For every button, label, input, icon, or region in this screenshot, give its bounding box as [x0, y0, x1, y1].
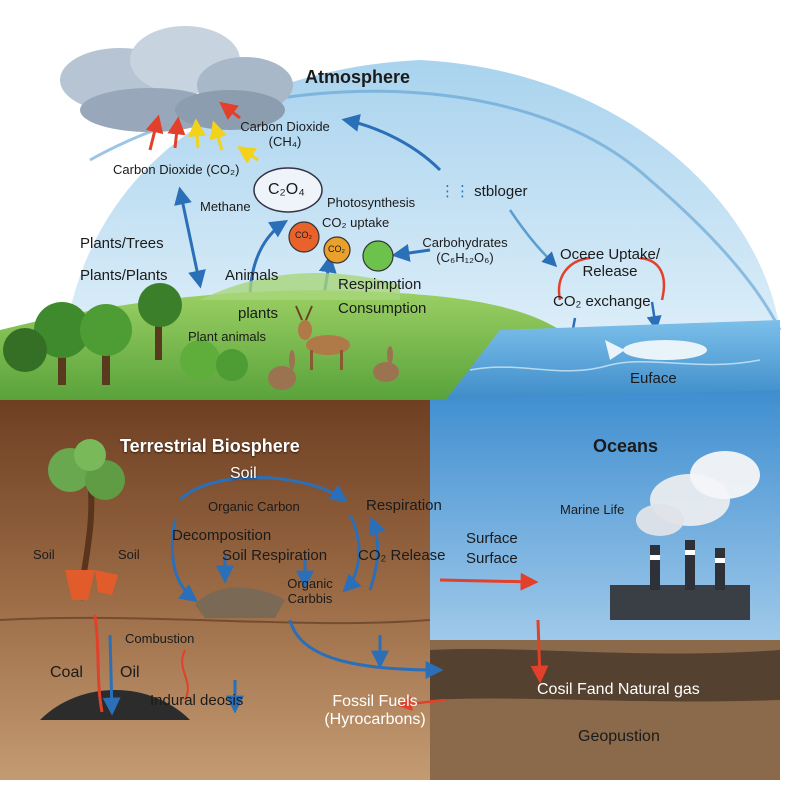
- surface-label-2: Surface: [466, 550, 518, 567]
- methane-label: Methane: [200, 199, 251, 214]
- organic-carbon-label: Organic Carbon: [208, 499, 300, 514]
- oceans-title: Oceans: [593, 436, 659, 456]
- stbloger-text: stbloger: [474, 183, 528, 200]
- trees-icon: [3, 283, 248, 385]
- fossil-red-arrow: [397, 696, 446, 712]
- organic-carbis-line1: Organic: [287, 576, 333, 591]
- arrow-carbohydrates: [391, 244, 431, 262]
- arrow-plants-atmosphere: [174, 186, 206, 289]
- emission-arrow-red-1: [145, 114, 164, 151]
- dots-icon: ⋮⋮: [440, 183, 470, 200]
- emission-arrow-red-3: [219, 101, 241, 120]
- ocean-uptake-line1: Oceee Uptake/: [559, 246, 661, 263]
- atmosphere-title: Atmosphere: [305, 67, 411, 87]
- green-flask-icon: [362, 240, 394, 272]
- coal-arrow-blue: [102, 634, 121, 716]
- soil-strata-line: [0, 616, 431, 625]
- carbohydrates-line2: (C₆H₁₂O₆): [436, 249, 494, 265]
- carbohydrates-label: Carbohydrates (C₆H₁₂O₆): [410, 235, 520, 266]
- storm-cloud-icon: [60, 26, 293, 132]
- organic-carbis-line2: Carbbis: [287, 590, 333, 606]
- respiration-label: Respiration: [366, 497, 442, 514]
- euface-label: Euface: [630, 370, 677, 387]
- deer-icon: [295, 305, 350, 370]
- ocean-red-down: [530, 619, 549, 684]
- emission-arrow-yellow-1: [188, 118, 207, 149]
- c2o4-bubble: [253, 167, 323, 213]
- ocean-sediment: [430, 648, 780, 702]
- combustion-label: Combustion: [125, 631, 195, 646]
- rabbit-icon: [268, 346, 399, 390]
- fossil-fuels-line1: Fossil Fuels: [332, 693, 418, 710]
- ocean-uptake-line2: Release: [582, 263, 638, 281]
- stbloger-label: ⋮⋮ stbloger: [440, 183, 528, 200]
- oil-label: Oil: [120, 664, 140, 681]
- surface-label-1: Surface: [466, 530, 518, 547]
- respimption-label: Respimption: [338, 276, 422, 293]
- c2o4-bubble-label: C₂O₄: [268, 181, 305, 198]
- arrow-ocean-down-left: [508, 209, 558, 268]
- arrow-to-atmosphere: [341, 114, 442, 172]
- soil-top-label: Soil: [230, 465, 257, 482]
- emission-arrow-red-2: [167, 116, 186, 149]
- hill-back: [200, 273, 400, 300]
- soil-left-label: Soil: [33, 547, 55, 562]
- carbohydrates-line1: Carbohydrates: [422, 235, 508, 250]
- geopustion-label: Geopustion: [578, 728, 660, 745]
- animals-label: Animals: [225, 267, 279, 284]
- co2-flask-icon-2: [323, 236, 351, 264]
- emission-arrow-yellow-3: [237, 146, 259, 164]
- plants-trees-label: Plants/Trees: [80, 235, 164, 252]
- ocean-wave-lines: [469, 359, 761, 372]
- coal-label: Coal: [50, 664, 83, 681]
- photosynthesis-label: Photosynthesis: [327, 195, 416, 210]
- co2-flask-icon: [288, 221, 320, 253]
- coal-arrow-red: [93, 614, 104, 713]
- soil-loop-arrow: [178, 476, 348, 502]
- indural-deosis-label: Indural deosis: [150, 692, 244, 709]
- cosil-natural-gas-label: Cosil Fand Natural gas: [537, 681, 700, 698]
- carbon-dioxide-ch4-label: Carbon Dioxide (CH₄): [215, 119, 355, 150]
- fossil-fuels-line2: (Hyrocarbons): [324, 711, 426, 729]
- fossil-arrow-blue: [288, 619, 444, 679]
- whale-icon: [605, 340, 707, 360]
- terrestrial-biosphere-title: Terrestrial Biosphere: [120, 436, 300, 456]
- grass-hill: [0, 290, 560, 420]
- ocean-uptake-label: Oceee Uptake/ Release: [545, 246, 675, 281]
- co2-uptake-label: CO₂ uptake: [322, 215, 390, 230]
- co2-exchange-label: CO₂ exchange: [553, 293, 651, 310]
- ocean-exchange-red: [557, 256, 591, 301]
- co2-flask-label-2: CO₂: [328, 244, 345, 254]
- plants-plants-label: Plants/Plants: [80, 267, 168, 284]
- soil-loop-arrow-2: [342, 514, 362, 593]
- surface-red-arrow: [439, 572, 539, 591]
- ocean-exchange-down-2: [646, 301, 662, 331]
- emission-arrow-yellow-2: [209, 120, 227, 151]
- co2-flask-label: CO₂: [295, 230, 312, 240]
- marine-life-label: Marine Life: [560, 502, 625, 517]
- decomposition-label: Decomposition: [172, 527, 272, 544]
- oil-squiggle: [181, 649, 189, 701]
- plant-animals-label: Plant animals: [188, 329, 267, 344]
- soil-tree-icon: [48, 439, 125, 601]
- factory-icon: [610, 451, 760, 620]
- co2-release-label: CO₂ Release: [358, 547, 446, 564]
- organic-rock: [195, 587, 285, 618]
- carbon-dioxide-ch4-line1: Carbon Dioxide: [240, 119, 330, 134]
- plants-label: plants: [238, 305, 279, 322]
- organic-carbis-label: Organic Carbbis: [275, 576, 345, 607]
- ocean-exchange-red-2: [639, 256, 666, 301]
- carbon-dioxide-co2-label: Carbon Dioxide (CO₂): [113, 162, 240, 177]
- co2-release-arrow: [368, 516, 386, 591]
- fossil-fuels-label: Fossil Fuels (Hyrocarbons): [305, 693, 445, 730]
- soil-loop-arrow-3: [170, 519, 198, 603]
- soil-right-label: Soil: [118, 547, 140, 562]
- carbon-dioxide-ch4-line2: (CH₄): [268, 133, 302, 149]
- soil-respiration-label: Soil Respiration: [222, 547, 328, 564]
- consumption-label: Consumption: [338, 300, 427, 317]
